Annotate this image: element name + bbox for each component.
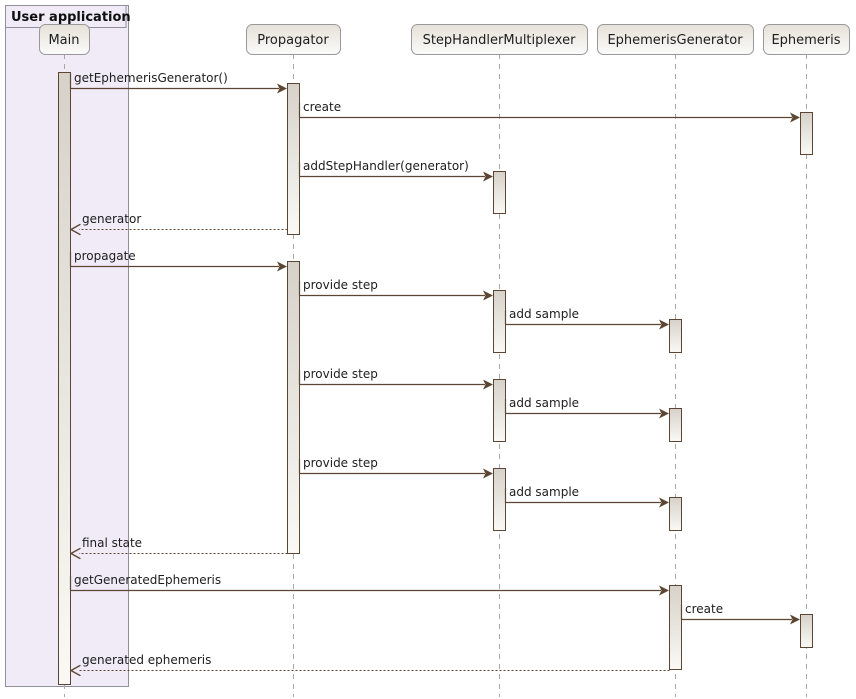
message-label-create-1: create bbox=[303, 100, 341, 114]
activations-layer bbox=[58, 72, 813, 685]
message-arrowhead-8 bbox=[659, 408, 669, 419]
message-arrowhead-0 bbox=[277, 83, 287, 94]
message-arrowhead-14 bbox=[70, 664, 81, 677]
message-arrowhead-3 bbox=[70, 223, 81, 236]
participant-box-propagator[interactable] bbox=[246, 24, 341, 55]
message-generator-3: generator bbox=[70, 212, 288, 236]
activation-bar-ephemeris-2 bbox=[800, 112, 813, 155]
message-label-generated-ephemeris-14: generated ephemeris bbox=[82, 653, 211, 667]
participant-box-ephemerisgenerator[interactable] bbox=[597, 24, 754, 55]
message-propagate-4: propagate bbox=[69, 249, 287, 272]
message-provide-step-7: provide step bbox=[298, 367, 493, 390]
message-create-13: create bbox=[680, 602, 800, 625]
message-getephemerisgenerator-0: getEphemerisGenerator() bbox=[69, 71, 287, 94]
message-add-sample-6: add sample bbox=[504, 307, 669, 330]
activation-bar-stephandlermultiplexer-9 bbox=[493, 468, 506, 531]
message-label-create-13: create bbox=[685, 602, 723, 616]
message-label-provide-step-9: provide step bbox=[303, 456, 378, 470]
message-label-provide-step-7: provide step bbox=[303, 367, 378, 381]
activation-bar-propagator-1 bbox=[287, 83, 300, 235]
participant-box-main[interactable] bbox=[39, 24, 90, 55]
message-arrowhead-10 bbox=[659, 497, 669, 508]
message-arrowhead-4 bbox=[277, 261, 287, 272]
message-arrowhead-1 bbox=[790, 112, 800, 123]
participant-box-stephandlermultiplexer[interactable] bbox=[411, 24, 588, 55]
participant-label-propagator: Propagator bbox=[257, 33, 329, 48]
activation-bar-stephandlermultiplexer-5 bbox=[493, 290, 506, 353]
message-arrowhead-12 bbox=[659, 585, 669, 596]
message-arrowhead-11 bbox=[70, 547, 81, 560]
activation-bar-ephemerisgenerator-8 bbox=[669, 408, 682, 442]
message-arrowhead-2 bbox=[483, 171, 493, 182]
message-provide-step-5: provide step bbox=[298, 278, 493, 301]
message-arrowhead-6 bbox=[659, 319, 669, 330]
message-getgeneratedephemeris-12: getGeneratedEphemeris bbox=[69, 573, 669, 596]
participant-label-ephemeris: Ephemeris bbox=[771, 33, 840, 48]
activation-bar-main-0 bbox=[58, 72, 71, 685]
activation-bar-ephemeris-12 bbox=[800, 614, 813, 648]
message-label-provide-step-5: provide step bbox=[303, 278, 378, 292]
message-label-final-state-11: final state bbox=[82, 536, 142, 550]
activation-bar-ephemerisgenerator-10 bbox=[669, 497, 682, 531]
activation-bar-stephandlermultiplexer-3 bbox=[493, 171, 506, 214]
message-arrowhead-9 bbox=[483, 468, 493, 479]
participant-label-main: Main bbox=[48, 33, 79, 48]
lifelines-layer bbox=[64, 54, 807, 697]
message-label-addstephandler-generator-2: addStepHandler(generator) bbox=[303, 159, 469, 173]
message-add-sample-10: add sample bbox=[504, 485, 669, 508]
message-provide-step-9: provide step bbox=[298, 456, 493, 479]
activation-bar-ephemerisgenerator-11 bbox=[669, 585, 682, 670]
message-arrowhead-7 bbox=[483, 379, 493, 390]
group-title-label: User application bbox=[11, 10, 131, 25]
message-label-getephemerisgenerator-0: getEphemerisGenerator() bbox=[74, 71, 228, 85]
message-generated-ephemeris-14: generated ephemeris bbox=[70, 653, 670, 677]
message-final-state-11: final state bbox=[70, 536, 288, 560]
message-label-propagate-4: propagate bbox=[74, 249, 136, 263]
message-label-getgeneratedephemeris-12: getGeneratedEphemeris bbox=[74, 573, 221, 587]
participant-label-stephandlermultiplexer: StepHandlerMultiplexer bbox=[423, 33, 576, 48]
message-arrowhead-5 bbox=[483, 290, 493, 301]
activation-bar-propagator-4 bbox=[287, 261, 300, 554]
message-label-generator-3: generator bbox=[82, 212, 141, 226]
messages-layer: getEphemerisGenerator() create addStepHand… bbox=[69, 71, 800, 677]
message-label-add-sample-10: add sample bbox=[509, 485, 579, 499]
message-create-1: create bbox=[298, 100, 800, 123]
activation-bar-ephemerisgenerator-6 bbox=[669, 319, 682, 353]
message-label-add-sample-8: add sample bbox=[509, 396, 579, 410]
participant-label-ephemerisgenerator: EphemerisGenerator bbox=[607, 33, 743, 48]
message-arrowhead-13 bbox=[790, 614, 800, 625]
participants-layer: Main Propagator StepHandlerMultiplexer Ephe… bbox=[39, 24, 850, 55]
activation-bar-stephandlermultiplexer-7 bbox=[493, 379, 506, 442]
message-addstephandler-generator-2: addStepHandler(generator) bbox=[298, 159, 493, 182]
participant-box-ephemeris[interactable] bbox=[763, 24, 850, 55]
message-label-add-sample-6: add sample bbox=[509, 307, 579, 321]
message-add-sample-8: add sample bbox=[504, 396, 669, 419]
